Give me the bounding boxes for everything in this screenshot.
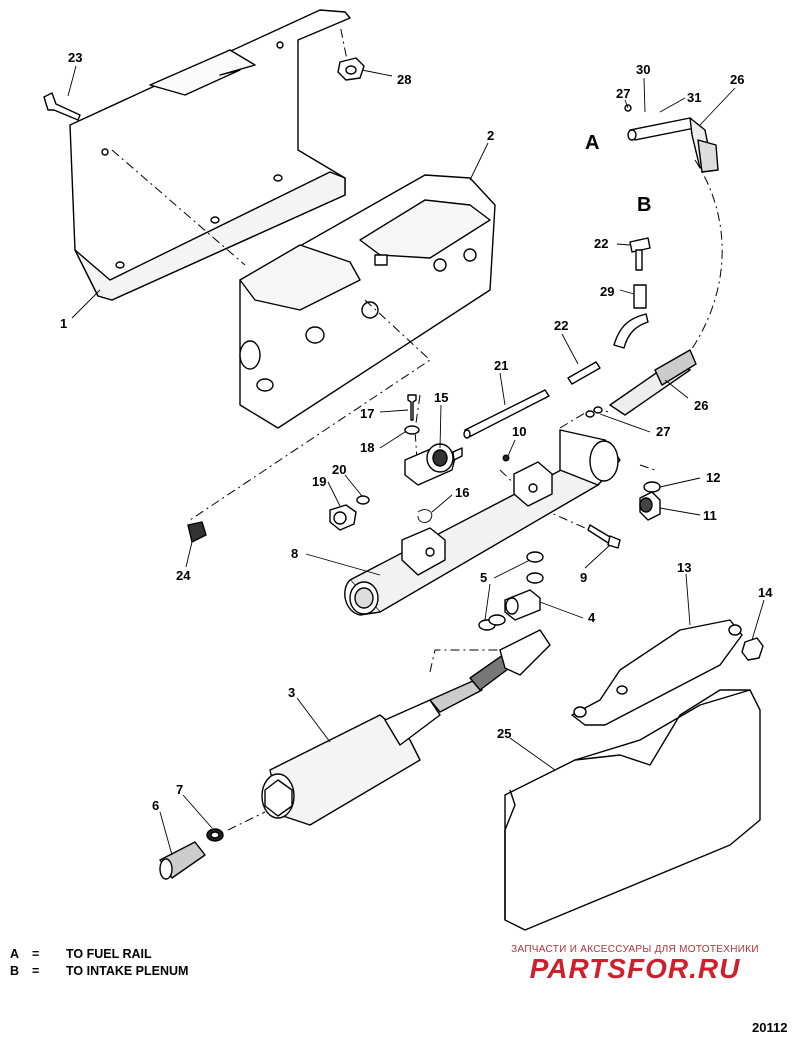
part-3-fuel-pump [261,629,551,826]
callout-26: 26 [730,72,744,87]
part-13-bracket [571,619,743,726]
small-hardware [43,57,764,661]
callout-14: 14 [758,585,773,600]
legend-eq-a: = [32,947,40,961]
part-15-pressure-regulator [404,443,463,486]
callout-17: 17 [360,406,374,421]
legend-text-b: TO INTAKE PLENUM [66,964,189,978]
legend-eq-b: = [32,964,40,978]
callout-27: 27 [616,86,630,101]
legend-key-b: B [10,964,20,978]
callout-1: 1 [60,316,67,331]
callout-18: 18 [360,440,374,455]
callout-25: 25 [497,726,511,741]
callout-7: 7 [176,782,183,797]
callout-21: 21 [494,358,508,373]
callout-29: 29 [600,284,614,299]
ref-letter-a: A [585,132,599,154]
part-2-rail-bracket [239,174,496,429]
ref-letter-b: B [637,194,651,216]
callout-4: 4 [588,610,596,625]
part-7-washer [206,828,224,842]
leader-lines [67,65,765,856]
callout-13: 13 [677,560,691,575]
callout-15: 15 [434,390,448,405]
watermark: ЗАПЧАСТИ И АКСЕССУАРЫ ДЛЯ МОТОТЕХНИКИ PA… [480,944,790,985]
callout-19: 19 [312,474,326,489]
figure-number: 20112 [752,1020,788,1035]
callout-31: 31 [687,90,701,105]
callout-20: 20 [332,462,346,477]
watermark-brand: PARTSFOR.RU [529,953,741,984]
callout-11: 11 [703,508,717,523]
legend-text-a: TO FUEL RAIL [66,947,152,961]
callout-22-lower: 22 [554,318,568,333]
part-6-fitting [159,841,206,880]
part-8-fuel-rail [344,429,621,616]
callout-2: 2 [487,128,494,143]
part-21-rod [463,389,550,439]
callout-10: 10 [512,424,526,439]
callout-5: 5 [480,570,487,585]
callout-22-upper: 22 [594,236,608,251]
callout-16: 16 [455,485,469,500]
part-26-fuel-line [567,104,719,418]
callout-27-lower: 27 [656,424,670,439]
callout-23: 23 [68,50,82,65]
watermark-tagline: ЗАПЧАСТИ И АКСЕССУАРЫ ДЛЯ МОТОТЕХНИКИ [511,944,759,955]
callout-8: 8 [291,546,298,561]
part-25-reservoir [504,689,761,931]
callout-26-lower: 26 [694,398,708,413]
callout-labels: 23 28 2 27 30 31 26 1 22 29 22 21 26 27 … [60,50,773,813]
callout-24: 24 [176,568,191,583]
legend: A = TO FUEL RAIL B = TO INTAKE PLENUM [10,946,188,980]
callout-30: 30 [636,62,650,77]
callout-3: 3 [288,685,295,700]
callout-6: 6 [152,798,159,813]
part-1-mounting-bracket [69,9,351,301]
legend-row-b: B = TO INTAKE PLENUM [10,963,188,980]
callout-28: 28 [397,72,411,87]
legend-row-a: A = TO FUEL RAIL [10,946,188,963]
callout-12: 12 [706,470,720,485]
callout-9: 9 [580,570,587,585]
legend-key-a: A [10,947,20,961]
reference-letters: A B [585,132,651,216]
